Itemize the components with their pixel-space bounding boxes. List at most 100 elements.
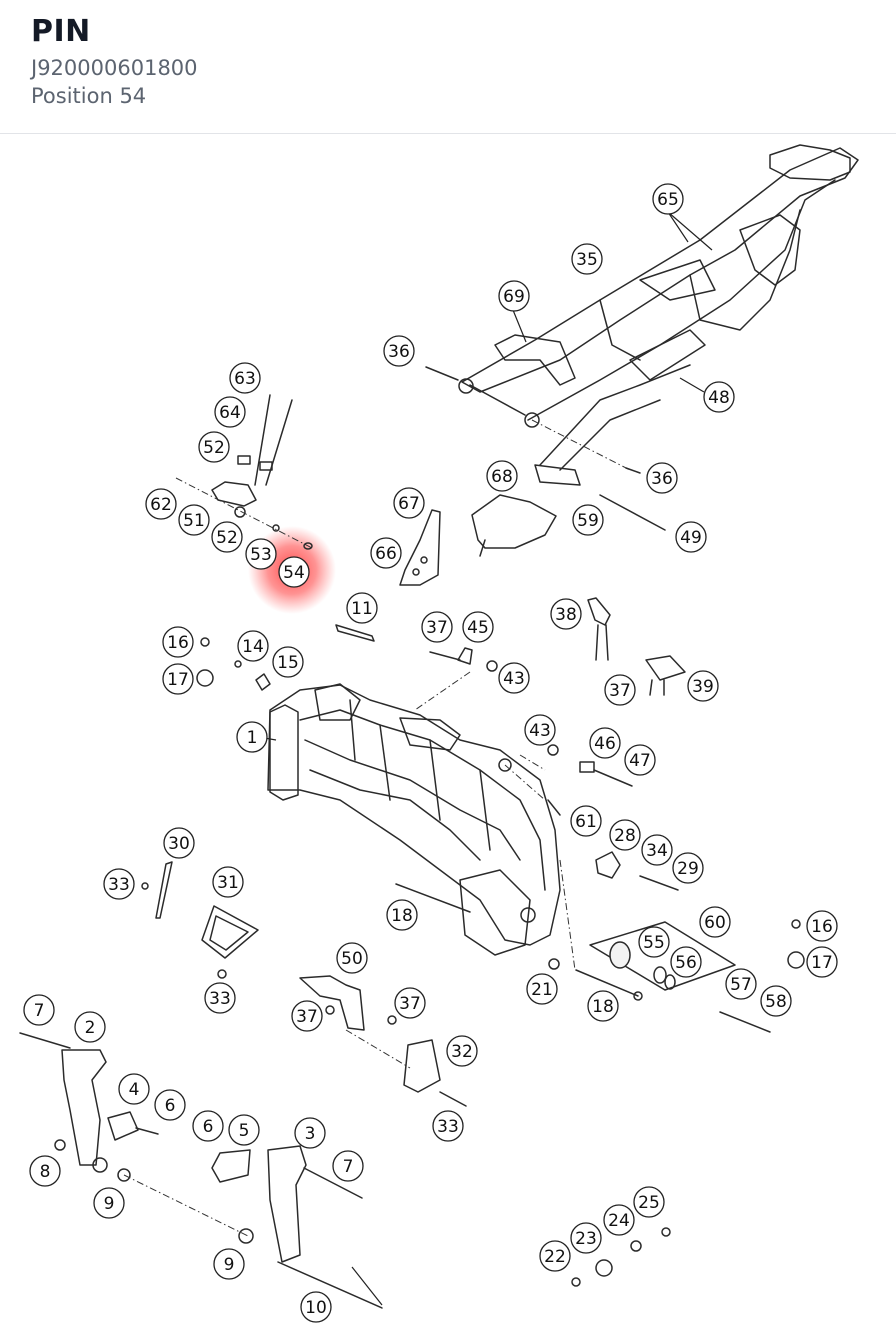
- callout-circle: [214, 396, 246, 428]
- hardware-right[interactable]: [414, 597, 686, 787]
- callout-52[interactable]: 52: [211, 521, 243, 553]
- guard-32[interactable]: [403, 1039, 467, 1107]
- callout-65[interactable]: 65: [652, 183, 684, 215]
- callout-48[interactable]: 48: [703, 381, 735, 413]
- callout-18[interactable]: 18: [587, 990, 619, 1022]
- callout-61[interactable]: 61: [570, 805, 602, 837]
- callout-28[interactable]: 28: [609, 819, 641, 851]
- callout-label: 39: [692, 677, 714, 697]
- bolts[interactable]: [395, 883, 643, 1001]
- plate-31[interactable]: [201, 905, 259, 979]
- callout-label: 33: [108, 875, 130, 895]
- callout-51[interactable]: 51: [178, 504, 210, 536]
- bracket-66[interactable]: [399, 509, 441, 586]
- callout-7[interactable]: 7: [332, 1150, 364, 1182]
- callout-15[interactable]: 15: [272, 646, 304, 678]
- callout-9[interactable]: 9: [213, 1248, 245, 1280]
- callout-45[interactable]: 45: [462, 611, 494, 643]
- callout-47[interactable]: 47: [624, 744, 656, 776]
- small-parts-22-25[interactable]: [571, 1227, 671, 1287]
- callout-32[interactable]: 32: [446, 1035, 478, 1067]
- heel-plate-50[interactable]: [299, 975, 411, 1069]
- callout-59[interactable]: 59: [572, 504, 604, 536]
- callout-21[interactable]: 21: [526, 973, 558, 1005]
- callout-54[interactable]: 54: [278, 556, 310, 588]
- footpeg-bracket-3[interactable]: [123, 1145, 383, 1309]
- callout-5[interactable]: 5: [228, 1114, 260, 1146]
- callout-33[interactable]: 33: [432, 1110, 464, 1142]
- part-header: PIN J920000601800 Position 54: [0, 0, 896, 134]
- callout-37[interactable]: 37: [604, 674, 636, 706]
- main-frame[interactable]: [267, 683, 576, 971]
- callout-23[interactable]: 23: [570, 1222, 602, 1254]
- callout-label: 30: [168, 834, 190, 854]
- callout-36[interactable]: 36: [383, 335, 415, 367]
- callout-18[interactable]: 18: [386, 899, 418, 931]
- callout-11[interactable]: 11: [346, 592, 378, 624]
- callout-69[interactable]: 69: [498, 280, 530, 312]
- callout-66[interactable]: 66: [370, 537, 402, 569]
- callout-64[interactable]: 64: [214, 396, 246, 428]
- callout-37[interactable]: 37: [421, 611, 453, 643]
- callout-62[interactable]: 62: [145, 488, 177, 520]
- callout-circle: [118, 1073, 150, 1105]
- callout-circle: [294, 1117, 326, 1149]
- bracket-assembly-51[interactable]: [175, 394, 313, 550]
- callout-53[interactable]: 53: [245, 538, 277, 570]
- callout-33[interactable]: 33: [204, 982, 236, 1014]
- callout-6[interactable]: 6: [154, 1089, 186, 1121]
- callout-56[interactable]: 56: [670, 946, 702, 978]
- callout-10[interactable]: 10: [300, 1291, 332, 1323]
- callout-55[interactable]: 55: [638, 926, 670, 958]
- callout-24[interactable]: 24: [603, 1204, 635, 1236]
- bearing-group-60[interactable]: [589, 921, 771, 1033]
- callout-67[interactable]: 67: [393, 487, 425, 519]
- callout-58[interactable]: 58: [760, 985, 792, 1017]
- callout-36[interactable]: 36: [646, 462, 678, 494]
- callout-57[interactable]: 57: [725, 968, 757, 1000]
- callout-34[interactable]: 34: [641, 834, 673, 866]
- callout-63[interactable]: 63: [229, 362, 261, 394]
- callout-1[interactable]: 1: [236, 721, 268, 753]
- callout-16[interactable]: 16: [162, 626, 194, 658]
- rear-subframe[interactable]: [425, 144, 859, 531]
- callout-43[interactable]: 43: [498, 662, 530, 694]
- callout-30[interactable]: 30: [163, 827, 195, 859]
- callout-2[interactable]: 2: [74, 1011, 106, 1043]
- callout-46[interactable]: 46: [589, 727, 621, 759]
- cover-68[interactable]: [471, 494, 557, 557]
- callout-33[interactable]: 33: [103, 868, 135, 900]
- callout-29[interactable]: 29: [672, 852, 704, 884]
- callout-label: 55: [643, 933, 665, 953]
- callout-52[interactable]: 52: [198, 431, 230, 463]
- callout-43[interactable]: 43: [524, 714, 556, 746]
- callout-37[interactable]: 37: [394, 987, 426, 1019]
- callout-17[interactable]: 17: [806, 946, 838, 978]
- callout-31[interactable]: 31: [212, 866, 244, 898]
- callout-8[interactable]: 8: [29, 1155, 61, 1187]
- callout-17[interactable]: 17: [162, 663, 194, 695]
- callout-35[interactable]: 35: [571, 243, 603, 275]
- callout-50[interactable]: 50: [336, 942, 368, 974]
- callout-4[interactable]: 4: [118, 1073, 150, 1105]
- callout-label: 17: [811, 953, 833, 973]
- callout-6[interactable]: 6: [192, 1110, 224, 1142]
- callout-9[interactable]: 9: [93, 1187, 125, 1219]
- callout-68[interactable]: 68: [486, 460, 518, 492]
- guard-30[interactable]: [141, 861, 173, 919]
- callout-37[interactable]: 37: [291, 1000, 323, 1032]
- callout-7[interactable]: 7: [23, 994, 55, 1026]
- bracket-28[interactable]: [547, 799, 679, 891]
- callout-16[interactable]: 16: [806, 910, 838, 942]
- callout-60[interactable]: 60: [699, 906, 731, 938]
- callout-49[interactable]: 49: [675, 521, 707, 553]
- callout-39[interactable]: 39: [687, 670, 719, 702]
- callout-25[interactable]: 25: [633, 1186, 665, 1218]
- footpeg-bracket-2[interactable]: [19, 1032, 159, 1182]
- callout-3[interactable]: 3: [294, 1117, 326, 1149]
- hardware-left[interactable]: [196, 637, 805, 969]
- callout-22[interactable]: 22: [539, 1240, 571, 1272]
- callout-14[interactable]: 14: [237, 630, 269, 662]
- callout-38[interactable]: 38: [550, 598, 582, 630]
- pin-part-11[interactable]: [335, 624, 375, 642]
